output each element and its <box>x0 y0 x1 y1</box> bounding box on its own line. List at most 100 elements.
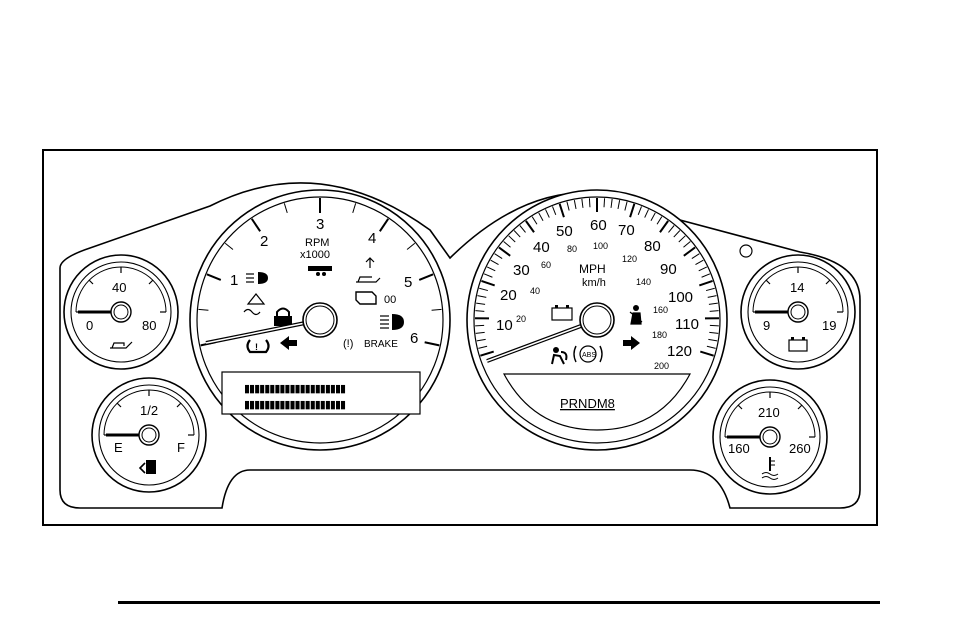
svg-text:!: ! <box>255 342 258 352</box>
oil-can-icon <box>110 341 133 349</box>
mph-90: 90 <box>660 261 677 278</box>
speed-tick <box>610 198 613 208</box>
trailer-icon <box>308 266 332 276</box>
speed-tick <box>508 235 516 243</box>
odometer-line-2: ▮▮▮▮▮▮▮▮▮▮▮▮▮▮▮▮▮▮▮▮ <box>244 399 346 411</box>
speed-tick <box>709 331 719 334</box>
temp-min: 160 <box>728 441 750 456</box>
speed-tick <box>701 273 711 278</box>
tach-tick <box>406 242 416 250</box>
tach-num-5: 5 <box>404 274 412 291</box>
speed-tick <box>558 203 565 218</box>
odometer-line-1: ▮▮▮▮▮▮▮▮▮▮▮▮▮▮▮▮▮▮▮▮ <box>244 383 346 395</box>
speed-tick <box>698 266 708 272</box>
mph-10: 10 <box>496 317 513 334</box>
tachometer: 1 2 3 4 5 6 RPM x1000 ! <box>189 189 451 451</box>
speed-tick <box>476 302 486 305</box>
mph-20: 20 <box>500 287 517 304</box>
tach-num-2: 2 <box>260 233 268 250</box>
mph-30: 30 <box>513 262 530 279</box>
fog-lamp-icon <box>246 272 268 284</box>
tach-tick <box>206 273 222 281</box>
tach-tick <box>424 341 440 347</box>
speed-tick <box>668 225 675 233</box>
kmh-120: 120 <box>622 254 637 264</box>
speed-tick <box>624 201 628 211</box>
speed-tick <box>673 230 681 238</box>
volt-mid: 14 <box>790 280 804 295</box>
tach-rpm-label: RPM <box>305 237 329 249</box>
speed-tick <box>629 203 636 218</box>
tach-tick <box>250 218 261 232</box>
speedometer: 10 20 30 40 50 60 70 80 90 100 110 120 2… <box>466 189 728 451</box>
speed-tick <box>531 216 538 225</box>
speed-tick <box>573 200 577 210</box>
speed-tick <box>695 259 704 266</box>
left-turn-signal-icon <box>280 336 297 350</box>
speed-tick <box>698 280 713 287</box>
speed-tick <box>476 338 486 342</box>
speed-tick <box>705 287 715 292</box>
cluster-bezel <box>59 182 861 509</box>
svg-text:(!): (!) <box>343 338 353 350</box>
mph-label: MPH <box>579 262 606 276</box>
mph-120: 120 <box>667 343 692 360</box>
speed-tick <box>644 209 649 218</box>
speed-tick <box>707 295 717 298</box>
speed-tick <box>481 280 496 287</box>
tach-tick <box>418 273 434 281</box>
speed-tick <box>708 302 718 305</box>
right-turn-signal-icon <box>623 336 640 350</box>
speed-tick <box>525 220 535 233</box>
indicator-lamp <box>739 244 753 258</box>
speed-tick <box>475 310 485 312</box>
tach-tick <box>431 308 442 311</box>
speed-tick <box>480 350 495 357</box>
mph-50: 50 <box>556 223 573 240</box>
fuel-pump-icon <box>138 460 156 474</box>
brake-warning-icon: (!) BRAKE <box>343 338 398 350</box>
kmh-100: 100 <box>593 241 608 251</box>
fuel-half: 1/2 <box>140 403 158 418</box>
fuel-full: F <box>177 440 185 455</box>
tach-num-4: 4 <box>368 230 376 247</box>
speed-tick <box>603 198 606 208</box>
speed-tick <box>581 198 584 208</box>
tach-tick <box>198 308 209 311</box>
kmh-label: km/h <box>582 277 606 289</box>
fuel-gauge: E 1/2 F <box>91 377 207 493</box>
volt-battery-icon <box>788 337 808 352</box>
kmh-80: 80 <box>567 244 577 254</box>
airbag-icon <box>551 347 568 365</box>
speed-tick <box>709 310 719 312</box>
speed-tick <box>656 216 663 225</box>
speed-tick <box>483 273 493 278</box>
speed-tick <box>552 206 557 215</box>
kmh-160: 160 <box>653 305 668 315</box>
speed-tick <box>678 235 686 243</box>
kmh-40: 40 <box>530 286 540 296</box>
oil-pressure-icon <box>356 276 381 283</box>
speed-tick <box>490 259 499 266</box>
prndl-indicator: PRNDM8 <box>560 396 615 411</box>
tach-num-3: 3 <box>316 216 324 233</box>
tach-num-1: 1 <box>230 272 238 289</box>
speed-tick <box>486 266 496 272</box>
check-engine-icon <box>355 291 377 305</box>
battery-icon <box>551 305 573 321</box>
speed-tick <box>477 295 487 298</box>
speed-tick <box>588 198 591 208</box>
speed-tick <box>566 201 570 211</box>
speed-tick <box>545 209 550 218</box>
security-lock-icon <box>274 307 292 326</box>
kmh-140: 140 <box>636 277 651 287</box>
tire-pressure-icon: ! <box>246 339 270 354</box>
speed-tick <box>519 225 526 233</box>
speed-tick <box>683 241 691 248</box>
kmh-200: 200 <box>654 361 669 371</box>
speed-tick <box>650 212 656 221</box>
seatbelt-icon <box>629 305 643 325</box>
speed-tick <box>683 246 696 257</box>
mph-80: 80 <box>644 238 661 255</box>
